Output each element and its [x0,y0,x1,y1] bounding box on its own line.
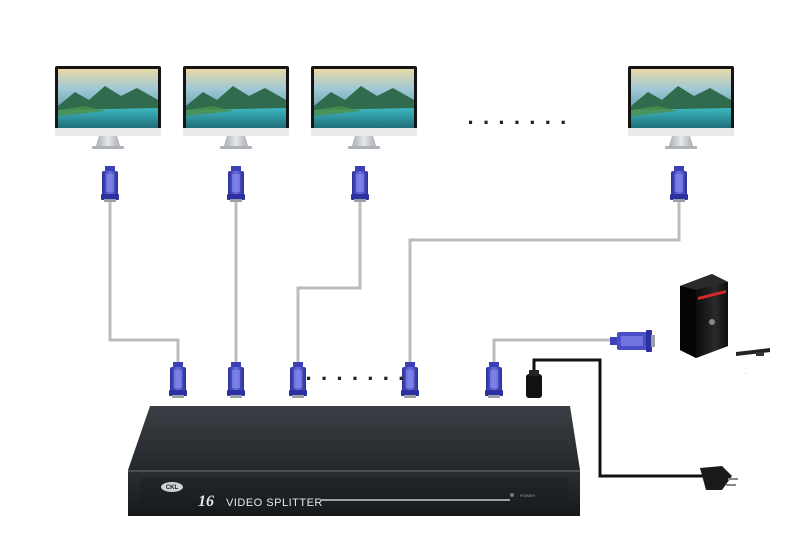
monitor-icon [628,66,734,149]
monitor-3 [311,66,417,149]
video-splitter-box: CKL 16 VIDEO SPLITTER POWER [128,406,580,516]
ellipsis-bottom: · · · · · · · [306,366,407,391]
vga-connector-icon [670,166,688,202]
vga-connector-icon [227,166,245,202]
keyboard-icon [736,348,770,356]
power-label: POWER [520,493,535,498]
vga-connectors-top [101,166,688,202]
pc-tower-icon [680,274,728,358]
port-count-label: 16 [198,493,214,510]
monitor-1 [55,66,161,149]
cables [108,202,681,366]
monitor-icon [311,66,417,149]
monitor-icon [183,66,289,149]
monitor-icon [55,66,161,149]
vga-connector-icon [351,166,369,202]
power-inlet-plug [526,370,542,398]
cable-3 [296,202,362,366]
power-cord [532,358,704,478]
brand-logo: CKL [161,482,183,492]
shadow-mark: · [744,368,747,378]
ellipsis-top: · · · · · · · [468,110,569,135]
vga-connector-icon [485,362,503,398]
vga-connector-icon [227,362,245,398]
vga-connector-icon [101,166,119,202]
svg-text:CKL: CKL [166,485,179,491]
vga-connector-icon [289,362,307,398]
vga-connector-icon [169,362,187,398]
cable-input [492,338,612,366]
divider-line [320,499,510,501]
power-plug-icon [700,466,738,490]
cable-n [408,202,681,366]
splitter-title: VIDEO SPLITTER [226,497,323,509]
power-led [510,493,514,497]
monitor-2 [183,66,289,149]
cable-1 [108,202,180,366]
monitor-n [628,66,734,149]
vga-connector-pc [610,330,655,352]
